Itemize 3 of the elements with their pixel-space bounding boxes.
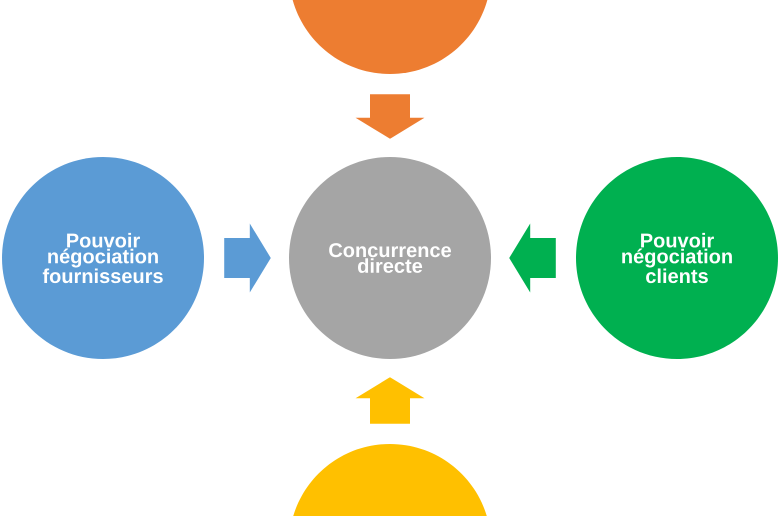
circle-node: Pouvoir négociation fournisseurs (2, 157, 204, 359)
circle-node: Concurrence directe (289, 157, 491, 359)
circle-node: Pouvoir négociation clients (576, 157, 778, 359)
